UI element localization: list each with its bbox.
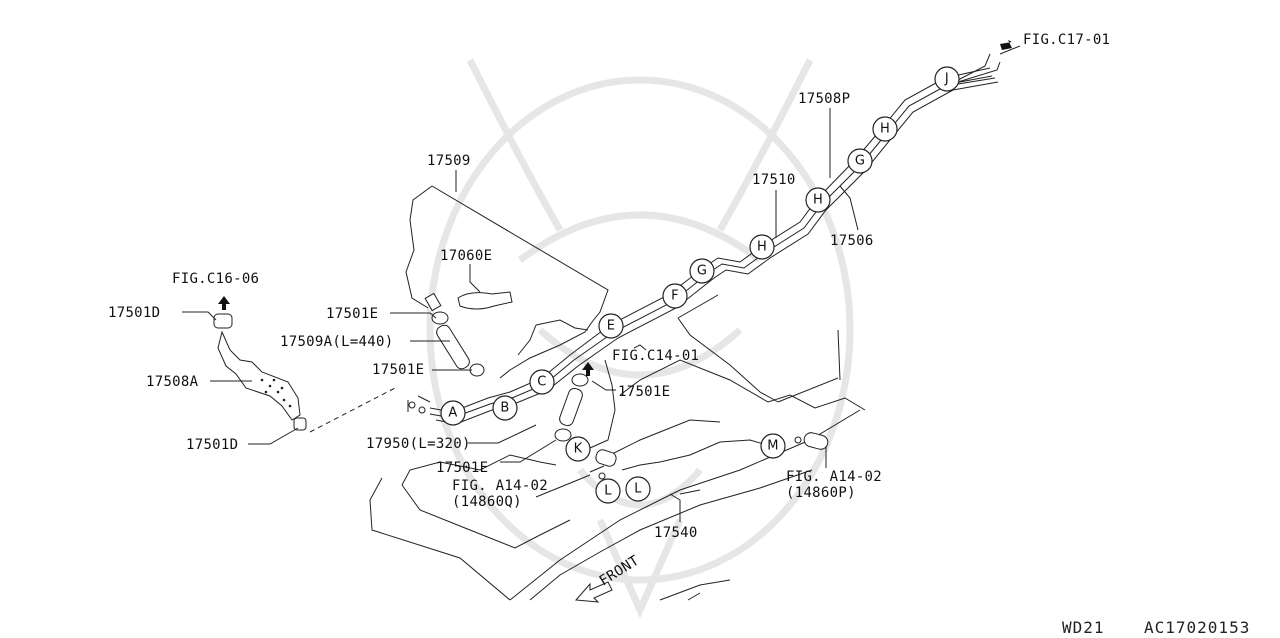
ref-fig-a14-02-right-part: (14860P) <box>786 485 856 501</box>
callout-17501D-top: 17501D <box>108 305 160 321</box>
callout-17508A: 17508A <box>146 374 199 390</box>
leader-lines <box>182 45 1021 522</box>
clamp-H3-label: H <box>880 122 890 137</box>
footer-model: WD21 <box>1062 618 1105 637</box>
fuel-line-diagram: A B C E F G H H G H J K L L M 17509 1706… <box>108 32 1110 619</box>
engine-outline <box>369 185 866 601</box>
connector-hoses <box>407 292 829 480</box>
clamp-H3 <box>872 116 898 142</box>
part-callouts: 17509 17060E 17501E 17509A(L=440) 17501E… <box>108 91 874 541</box>
clamp-G1-label: G <box>697 264 707 279</box>
callout-17501E-mid: 17501E <box>372 362 424 378</box>
clamp-J-label: J <box>944 72 949 87</box>
footer-diagram-code: AC17020153 <box>1144 618 1251 637</box>
clamp-M <box>760 433 786 459</box>
clamp-E <box>598 313 624 339</box>
clamp-K-label: K <box>574 442 583 457</box>
callout-17060E: 17060E <box>440 248 492 264</box>
callout-17950: 17950(L=320) <box>366 436 471 452</box>
callout-17540: 17540 <box>654 525 698 541</box>
breather-hose-17508A <box>213 313 396 433</box>
callout-17501E-bottom: 17501E <box>436 460 488 476</box>
clamp-B <box>492 395 518 421</box>
clamp-F-label: F <box>671 289 679 304</box>
clamp-L1-label: L <box>604 484 612 499</box>
callout-17509: 17509 <box>427 153 471 169</box>
clamp-A <box>440 400 466 426</box>
ref-fig-c14-01[interactable]: FIG.C14-01 <box>612 348 699 364</box>
clamp-L2-label: L <box>634 482 642 497</box>
clamp-G2-label: G <box>855 154 865 169</box>
clamp-F <box>662 283 688 309</box>
ref-fig-c17-01[interactable]: FIG.C17-01 <box>1023 32 1110 48</box>
clamp-H2-label: H <box>813 193 823 208</box>
callout-17508P: 17508P <box>798 91 850 107</box>
watermark-emblem <box>426 58 854 619</box>
clamp-G2 <box>847 148 873 174</box>
clamp-C <box>529 369 555 395</box>
clamp-E-label: E <box>607 319 616 334</box>
callout-17510: 17510 <box>752 172 796 188</box>
clamp-A-label: A <box>448 406 457 421</box>
clamp-G1 <box>689 258 715 284</box>
clamp-L2 <box>625 476 651 502</box>
fuel-pipes <box>429 53 1001 425</box>
clamp-C-label: C <box>537 375 546 390</box>
ref-fig-a14-02-left-part: (14860Q) <box>452 494 522 510</box>
clamp-markers: A B C E F G H H G H J K L L M <box>440 66 960 504</box>
ref-fig-a14-02-right[interactable]: FIG. A14-02 <box>786 469 882 485</box>
callout-17501D-bottom: 17501D <box>186 437 238 453</box>
clamp-H1 <box>749 234 775 260</box>
callout-17509A: 17509A(L=440) <box>280 334 393 350</box>
clamp-H2 <box>805 187 831 213</box>
callout-17506: 17506 <box>830 233 874 249</box>
callout-17501E-top: 17501E <box>326 306 378 322</box>
clamp-M-label: M <box>767 439 779 454</box>
ref-arrows <box>218 40 1012 603</box>
callout-17501E-right: 17501E <box>618 384 670 400</box>
clamp-K <box>565 436 591 462</box>
ref-fig-a14-02-left[interactable]: FIG. A14-02 <box>452 478 548 494</box>
ref-fig-c16-06[interactable]: FIG.C16-06 <box>172 271 259 287</box>
clamp-L1 <box>595 478 621 504</box>
clamp-H1-label: H <box>757 240 767 255</box>
clamp-J <box>934 66 960 92</box>
clamp-17060E <box>457 291 513 310</box>
clamp-B-label: B <box>500 401 509 416</box>
